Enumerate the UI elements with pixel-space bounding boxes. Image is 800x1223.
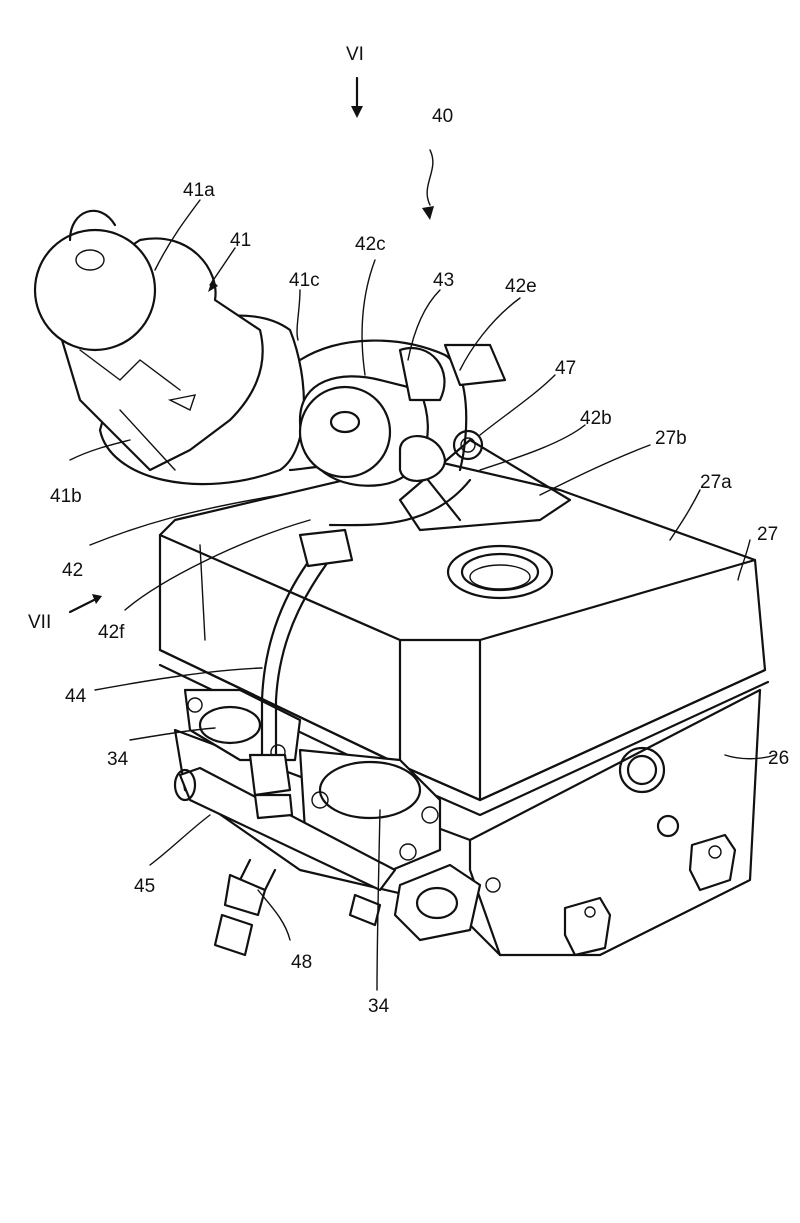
cylinder-head: [173, 688, 762, 957]
view-label-vii: VII: [28, 612, 51, 633]
label-48: 48: [291, 952, 312, 973]
fuel-pipe: [248, 528, 354, 820]
fuel-rail: [173, 766, 397, 957]
label-42e: 42e: [505, 276, 537, 297]
label-45: 45: [134, 876, 155, 897]
label-34-upper: 34: [107, 749, 129, 770]
pump-assembly: [288, 339, 507, 527]
label-27: 27: [757, 524, 778, 545]
label-47: 47: [555, 358, 576, 379]
purge-valve: [33, 209, 306, 486]
label-34-lower: 34: [368, 996, 390, 1017]
reference-labels: VI VII 40 41a 41 42c 43 41c 42e 47 42b 2…: [28, 44, 789, 1017]
label-41c: 41c: [289, 270, 320, 291]
label-26: 26: [768, 748, 789, 769]
label-43: 43: [433, 270, 454, 291]
view-label-vi: VI: [346, 44, 364, 65]
label-41a: 41a: [183, 180, 215, 201]
view-arrows: [68, 76, 434, 614]
label-42b: 42b: [580, 408, 612, 429]
label-42f: 42f: [98, 622, 125, 643]
label-40: 40: [432, 106, 453, 127]
label-44: 44: [65, 686, 87, 707]
label-41b: 41b: [50, 486, 82, 507]
label-27a: 27a: [700, 472, 732, 493]
label-42c: 42c: [355, 234, 386, 255]
label-41: 41: [230, 230, 251, 251]
label-42: 42: [62, 560, 83, 581]
leader-lines: [69, 149, 776, 991]
label-27b: 27b: [655, 428, 687, 449]
